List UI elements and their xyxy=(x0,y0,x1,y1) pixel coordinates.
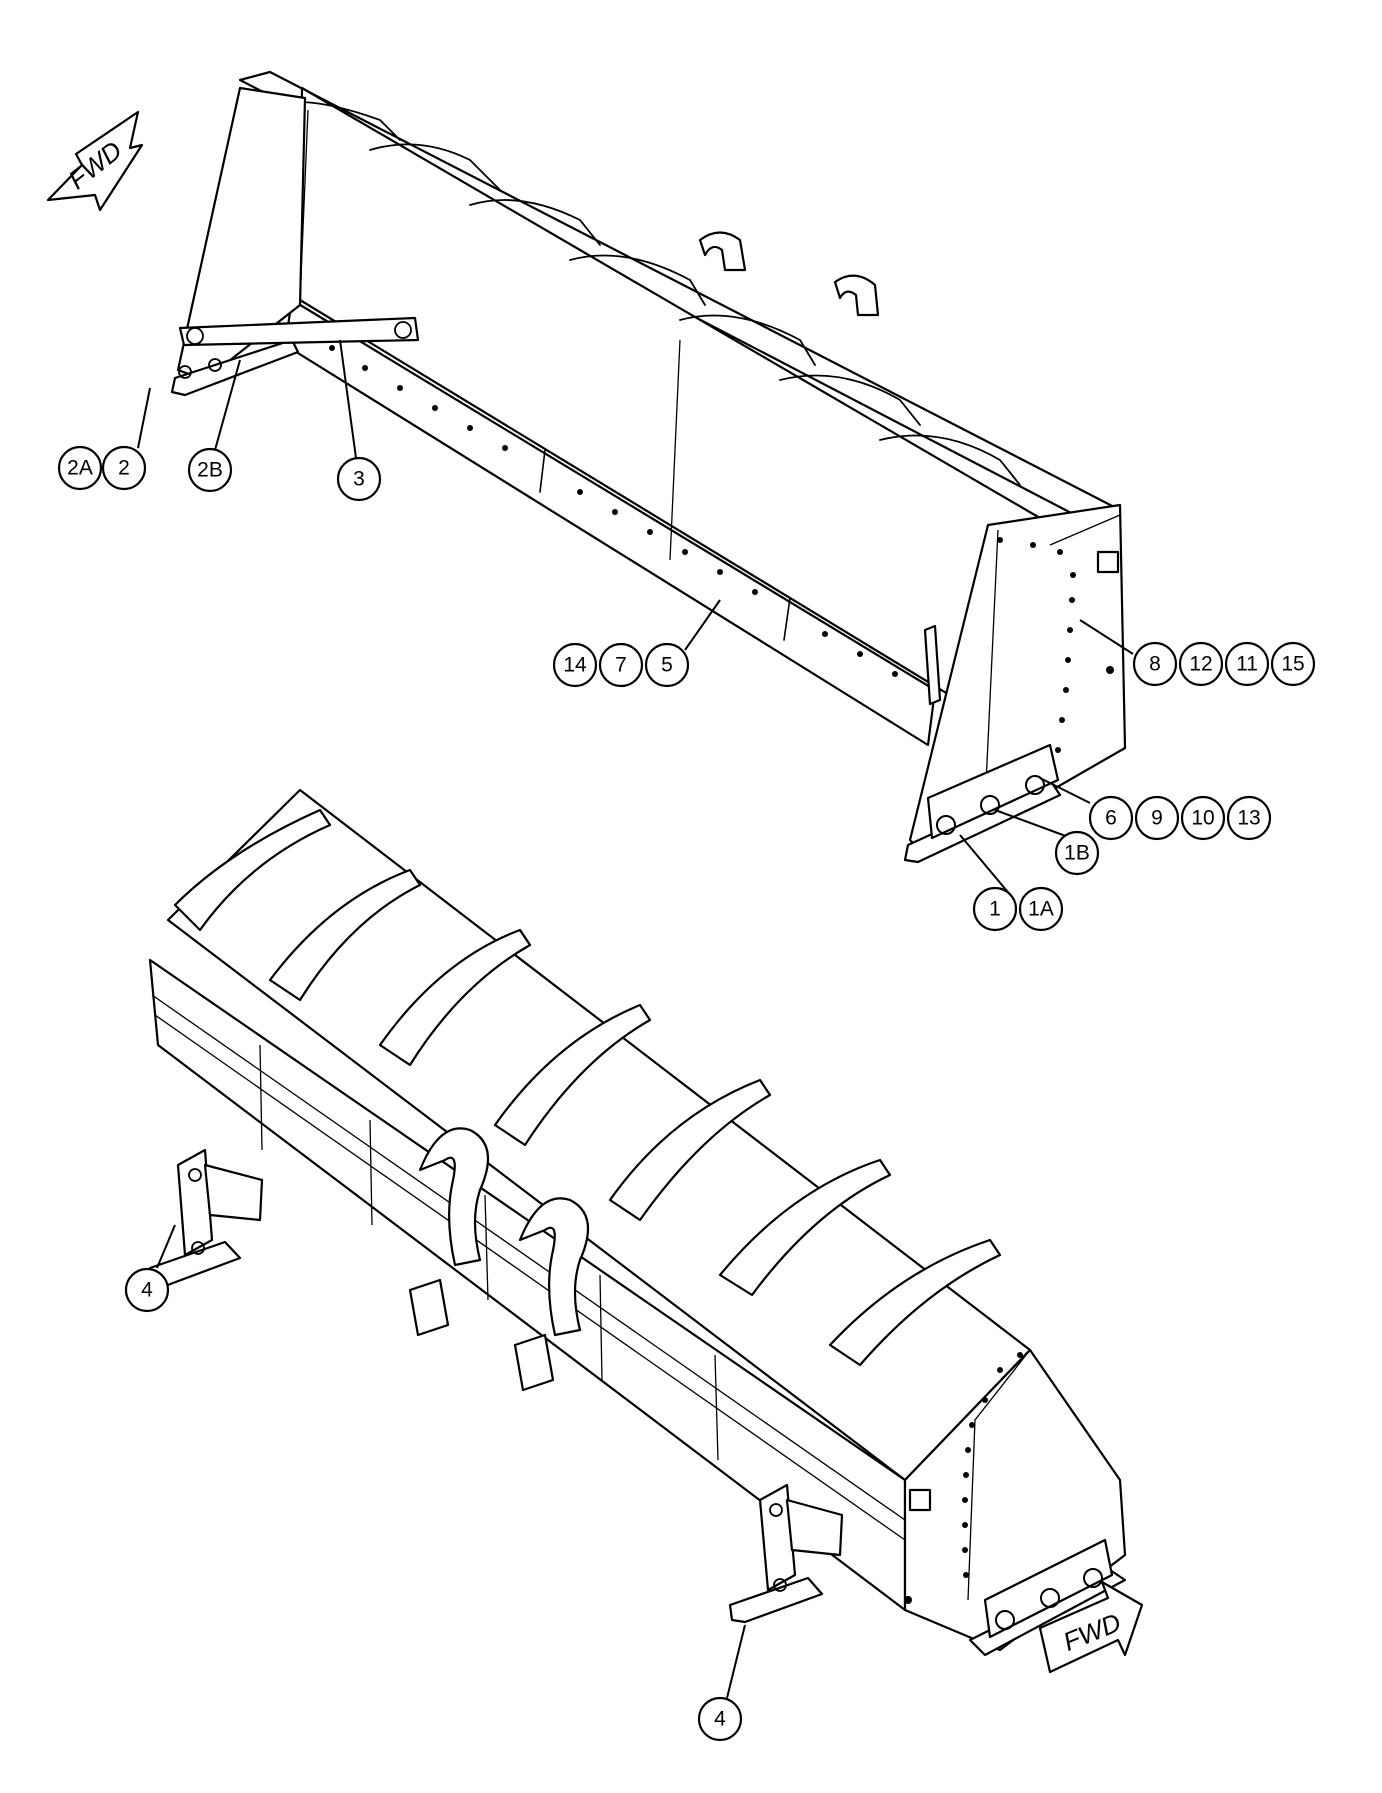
callout-15: 15 xyxy=(1281,653,1304,676)
callout-4-left: 4 xyxy=(141,1279,153,1302)
callout-group-3: 3 xyxy=(336,456,382,502)
callout-13: 13 xyxy=(1237,807,1260,830)
callout-4-right: 4 xyxy=(714,1708,726,1731)
side-plate-bolt-holes xyxy=(997,537,1114,753)
callout-group-2b: 2B xyxy=(187,447,233,493)
callout-12: 12 xyxy=(1189,653,1212,676)
callout-1: 1 xyxy=(989,898,1001,921)
logo-plate-bottom xyxy=(908,1488,932,1512)
callout-1a: 1A xyxy=(1028,898,1054,921)
callout-6: 6 xyxy=(1105,807,1117,830)
fwd-arrow-top: FWD xyxy=(46,110,144,212)
logo-plate-top xyxy=(1096,550,1120,574)
bottom-pusher-assembly xyxy=(148,788,1127,1657)
rear-brace xyxy=(178,316,420,347)
callout-8: 8 xyxy=(1149,653,1161,676)
callout-group-4-right: 4 xyxy=(697,1696,743,1742)
callout-9: 9 xyxy=(1151,807,1163,830)
callout-10: 10 xyxy=(1191,807,1214,830)
callout-group-1b: 1B xyxy=(1054,830,1100,876)
callout-group-6-9-10-13: 6 9 10 13 xyxy=(1088,795,1272,841)
callout-2a: 2A xyxy=(67,457,93,480)
top-pusher-assembly xyxy=(170,70,1127,864)
callout-3: 3 xyxy=(353,468,365,491)
callout-group-2a-2: 2A 2 xyxy=(57,445,147,491)
callout-group-1-1a: 1 1A xyxy=(972,886,1064,932)
front-ribs xyxy=(173,808,1002,1367)
callout-2: 2 xyxy=(118,457,130,480)
cutting-edge-bolt-holes xyxy=(329,345,898,677)
callout-14: 14 xyxy=(563,654,587,677)
callout-group-8-12-11-15: 8 12 11 15 xyxy=(1132,641,1316,687)
callout-group-4-left: 4 xyxy=(124,1267,170,1313)
mount-hook-left xyxy=(698,231,747,272)
callout-5: 5 xyxy=(661,654,673,677)
callout-2b: 2B xyxy=(197,459,223,482)
callout-7: 7 xyxy=(615,654,627,677)
shoe-bracket-left xyxy=(148,1148,264,1288)
top-ribs xyxy=(279,101,1021,486)
callout-1b: 1B xyxy=(1064,842,1090,865)
callout-group-14-7-5: 14 7 5 xyxy=(552,642,690,688)
mount-hook-right xyxy=(833,274,880,317)
skid-shoe-left xyxy=(170,338,300,397)
end-plate-bolt-holes xyxy=(904,1352,1023,1604)
shoe-bracket-right xyxy=(728,1483,844,1624)
callout-11: 11 xyxy=(1236,653,1258,676)
